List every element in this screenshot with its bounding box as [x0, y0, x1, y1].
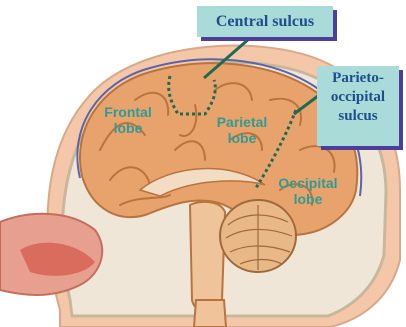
parieto-occipital-label-line1: Parieto- — [317, 69, 399, 88]
central-sulcus-label: Central sulcus — [216, 13, 314, 30]
occipital-label-line2: lobe — [263, 191, 353, 207]
parieto-occipital-label-line3: sulcus — [317, 107, 399, 126]
frontal-lobe-label: Frontal lobe — [93, 104, 163, 136]
parietal-label-line1: Parietal — [207, 114, 277, 130]
parietal-label-line2: lobe — [207, 130, 277, 146]
brainstem — [190, 202, 225, 311]
frontal-label-line2: lobe — [93, 120, 163, 136]
parieto-occipital-callout: Parieto- occipital sulcus — [317, 66, 399, 146]
frontal-label-line1: Frontal — [93, 104, 163, 120]
central-sulcus-callout: Central sulcus — [197, 6, 333, 37]
occipital-label-line1: Occipital — [263, 175, 353, 191]
parietal-lobe-label: Parietal lobe — [207, 114, 277, 146]
occipital-lobe-label: Occipital lobe — [263, 175, 353, 207]
spinal-column — [194, 300, 226, 327]
parieto-occipital-label-line2: occipital — [317, 88, 399, 107]
